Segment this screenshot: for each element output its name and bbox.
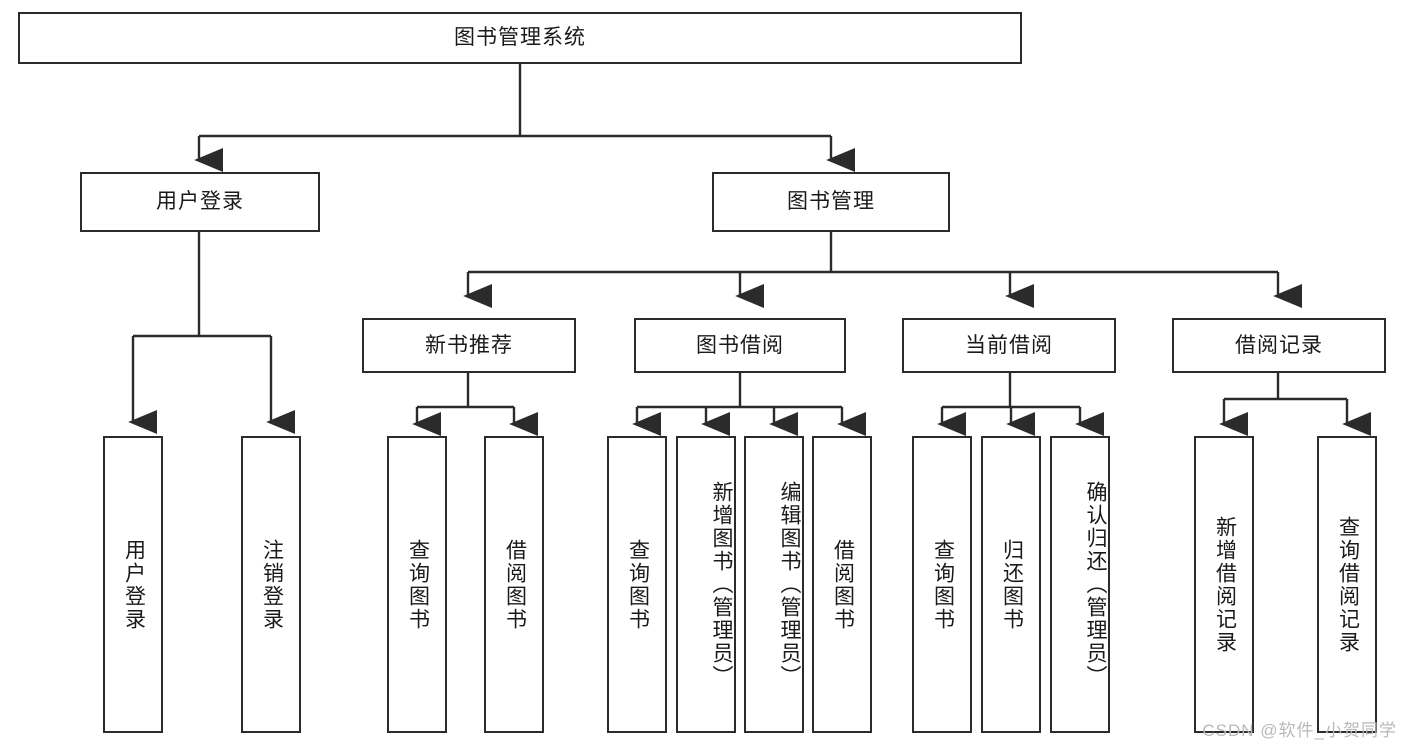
leaf-user-login-signin[interactable]: 用户登录 — [103, 436, 163, 733]
node-new-book-recommend[interactable]: 新书推荐 — [362, 318, 576, 373]
leaf-current-return-book[interactable]: 归还图书 — [981, 436, 1041, 733]
leaf-current-confirm-return-admin[interactable]: 确认归还（管理员） — [1050, 436, 1110, 733]
node-root-system[interactable]: 图书管理系统 — [18, 12, 1022, 64]
leaf-borrow-edit-book-admin[interactable]: 编辑图书（管理员） — [744, 436, 804, 733]
leaf-borrow-query-book[interactable]: 查询图书 — [607, 436, 667, 733]
node-current-borrow[interactable]: 当前借阅 — [902, 318, 1116, 373]
node-book-borrow[interactable]: 图书借阅 — [634, 318, 846, 373]
leaf-recommend-borrow-book[interactable]: 借阅图书 — [484, 436, 544, 733]
leaf-borrow-borrow-book[interactable]: 借阅图书 — [812, 436, 872, 733]
node-book-management[interactable]: 图书管理 — [712, 172, 950, 232]
leaf-user-login-signout[interactable]: 注销登录 — [241, 436, 301, 733]
leaf-record-query-record[interactable]: 查询借阅记录 — [1317, 436, 1377, 733]
leaf-current-query-book[interactable]: 查询图书 — [912, 436, 972, 733]
node-borrow-record[interactable]: 借阅记录 — [1172, 318, 1386, 373]
leaf-record-add-record[interactable]: 新增借阅记录 — [1194, 436, 1254, 733]
watermark-credit: CSDN @软件_小贺同学 — [1202, 721, 1397, 740]
leaf-recommend-query-book[interactable]: 查询图书 — [387, 436, 447, 733]
node-user-login[interactable]: 用户登录 — [80, 172, 320, 232]
leaf-borrow-add-book-admin[interactable]: 新增图书（管理员） — [676, 436, 736, 733]
